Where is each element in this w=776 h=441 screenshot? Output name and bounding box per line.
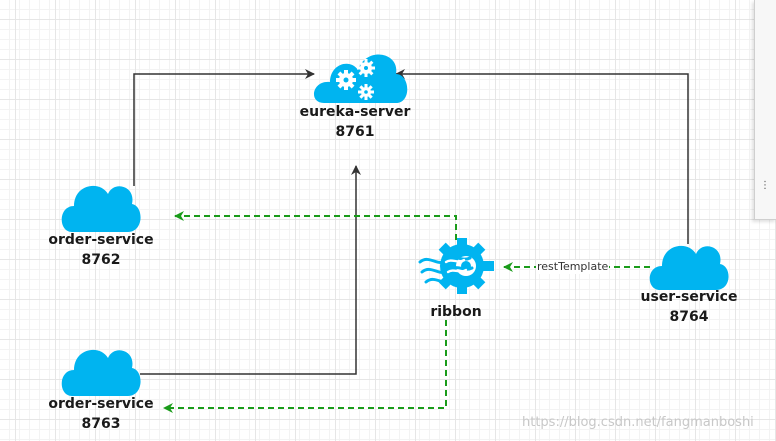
- ribbon-label: ribbon: [406, 302, 506, 322]
- order-service-8762-port: 8762: [81, 252, 121, 268]
- edge-order1-to-eureka: [133, 69, 315, 186]
- order-service-8763-name: order-service: [48, 396, 154, 412]
- panel-handle-icon: ⋮: [760, 180, 770, 191]
- ribbon-name: ribbon: [430, 304, 482, 320]
- edge-ribbon-to-order1: [174, 211, 457, 240]
- user-service-label: user-service 8764: [624, 287, 754, 327]
- cloud-icon: [649, 245, 729, 290]
- user-service-port: 8764: [669, 309, 709, 325]
- rest-template-label: restTemplate: [536, 260, 610, 274]
- user-service-name: user-service: [640, 289, 738, 305]
- edge-ribbon-to-order2: [163, 320, 447, 413]
- ribbon-gear-icon: [418, 238, 494, 294]
- eureka-server-name: eureka-server: [299, 104, 411, 120]
- eureka-server-port: 8761: [335, 124, 375, 140]
- cloud-icon: [61, 185, 141, 232]
- edge-user-to-eureka: [395, 69, 689, 244]
- watermark: https://blog.csdn.net/fangmanboshi: [522, 415, 754, 430]
- order-service-8763-label: order-service 8763: [36, 394, 166, 434]
- side-panel-edge[interactable]: ⋮: [754, 0, 776, 220]
- edge-order2-to-eureka: [140, 165, 361, 375]
- order-service-8762-label: order-service 8762: [36, 230, 166, 270]
- cloud-gears-icon: [313, 54, 408, 103]
- order-service-8763-port: 8763: [81, 416, 121, 432]
- eureka-server-label: eureka-server 8761: [290, 102, 420, 142]
- order-service-8762-name: order-service: [48, 232, 154, 248]
- cloud-icon: [61, 349, 141, 396]
